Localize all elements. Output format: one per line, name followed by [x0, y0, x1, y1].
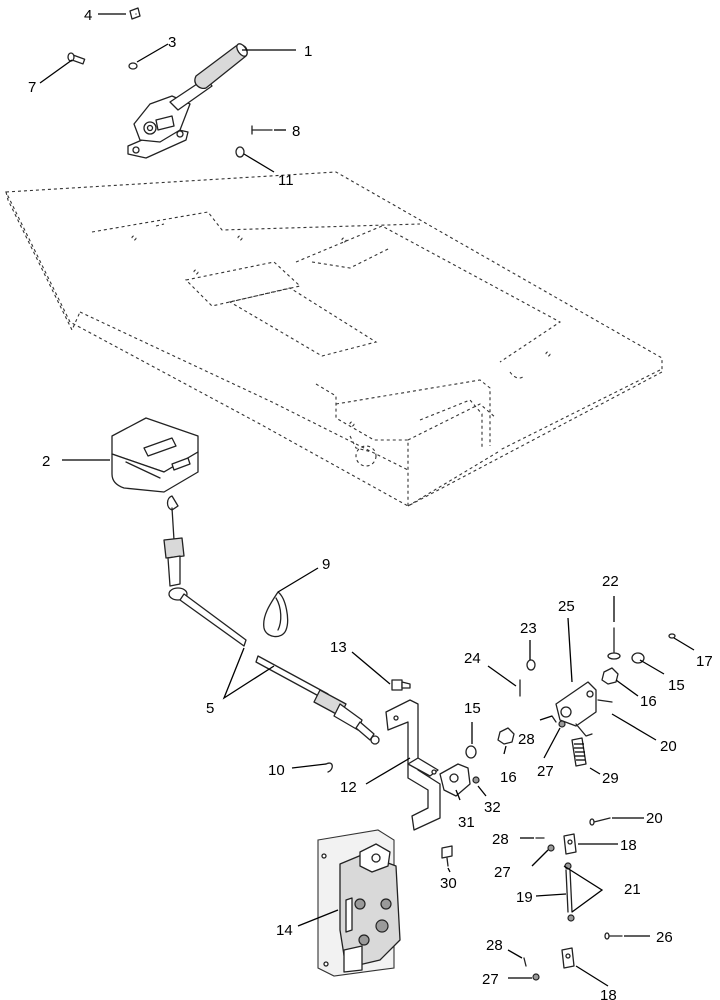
pin-28-lower [523, 957, 527, 967]
pin-17 [668, 633, 676, 639]
pin-20-upper [597, 699, 613, 703]
pin-26 [604, 932, 623, 940]
callout-20-lower: 20 [646, 810, 663, 827]
callout-7: 7 [28, 79, 36, 96]
pin-7 [67, 52, 86, 65]
callout-14: 14 [276, 922, 293, 939]
strap-9 [263, 591, 289, 638]
callout-25: 25 [558, 598, 575, 615]
callout-28-upper: 28 [518, 731, 535, 748]
callout-28-lower: 28 [486, 937, 503, 954]
bracket-12 [385, 699, 441, 831]
nut-16-right [601, 667, 619, 685]
pin-20-lower [589, 817, 611, 826]
callout-27-upper: 27 [537, 763, 554, 780]
callout-32: 32 [484, 799, 501, 816]
bolt-4 [129, 7, 141, 20]
lever-25 [555, 681, 597, 737]
washer-32 [472, 776, 480, 784]
spring-29 [571, 737, 587, 767]
callout-19: 19 [516, 889, 533, 906]
bolt-30 [441, 845, 453, 867]
hand-lever-assembly [127, 43, 248, 159]
callout-18-lower: 18 [600, 987, 617, 1000]
callout-13: 13 [330, 639, 347, 656]
leader-lines [39, 13, 695, 987]
clevis-18-upper [563, 833, 577, 855]
callout-9: 9 [322, 556, 330, 573]
callout-29: 29 [602, 770, 619, 787]
clip-10 [325, 762, 333, 773]
washer-23 [526, 659, 536, 671]
callout-2: 2 [42, 453, 50, 470]
callout-27-lower: 27 [482, 971, 499, 988]
callout-16-right: 16 [640, 693, 657, 710]
callout-12: 12 [340, 779, 357, 796]
cotter-pin-8 [251, 125, 273, 135]
callout-1: 1 [304, 43, 312, 60]
plate-31 [439, 763, 471, 797]
callout-11: 11 [278, 172, 294, 189]
washer-15-left [465, 745, 477, 759]
callout-23: 23 [520, 620, 537, 637]
callout-10: 10 [268, 762, 285, 779]
callout-15-right: 15 [668, 677, 685, 694]
callout-27-middle: 27 [494, 864, 511, 881]
callout-30: 30 [440, 875, 457, 892]
callout-18-upper: 18 [620, 837, 637, 854]
clevis-18-lower [561, 947, 575, 969]
callout-28-middle: 28 [492, 831, 509, 848]
pin-28-upper [551, 715, 557, 723]
callout-17: 17 [696, 653, 713, 670]
nut-16-left [497, 727, 515, 745]
callout-21: 21 [624, 881, 641, 898]
callout-5: 5 [206, 700, 214, 717]
callout-3: 3 [168, 34, 176, 51]
washer-27-upper [558, 720, 566, 728]
washer-27-middle [547, 844, 555, 852]
callout-8: 8 [292, 123, 300, 140]
pin-22 [607, 627, 621, 660]
callout-22: 22 [602, 573, 619, 590]
cover-bracket-2 [111, 417, 199, 493]
washer-27-lower [532, 973, 540, 981]
callout-16-left: 16 [500, 769, 517, 786]
callout-15-left: 15 [464, 700, 481, 717]
callout-4: 4 [84, 7, 92, 24]
callout-numbers: 1 2 3 4 5 7 8 9 10 11 12 13 14 15 15 16 … [28, 7, 713, 1000]
floor-plate-phantom [5, 171, 663, 507]
bolt-13 [391, 679, 411, 691]
callout-20-upper: 20 [660, 738, 677, 755]
control-valve-14 [317, 829, 401, 977]
washer-11 [235, 146, 245, 158]
nut-3 [128, 62, 138, 70]
callout-26: 26 [656, 929, 673, 946]
control-cable-5 [163, 495, 380, 745]
callout-24: 24 [464, 650, 481, 667]
callout-31: 31 [458, 814, 475, 831]
